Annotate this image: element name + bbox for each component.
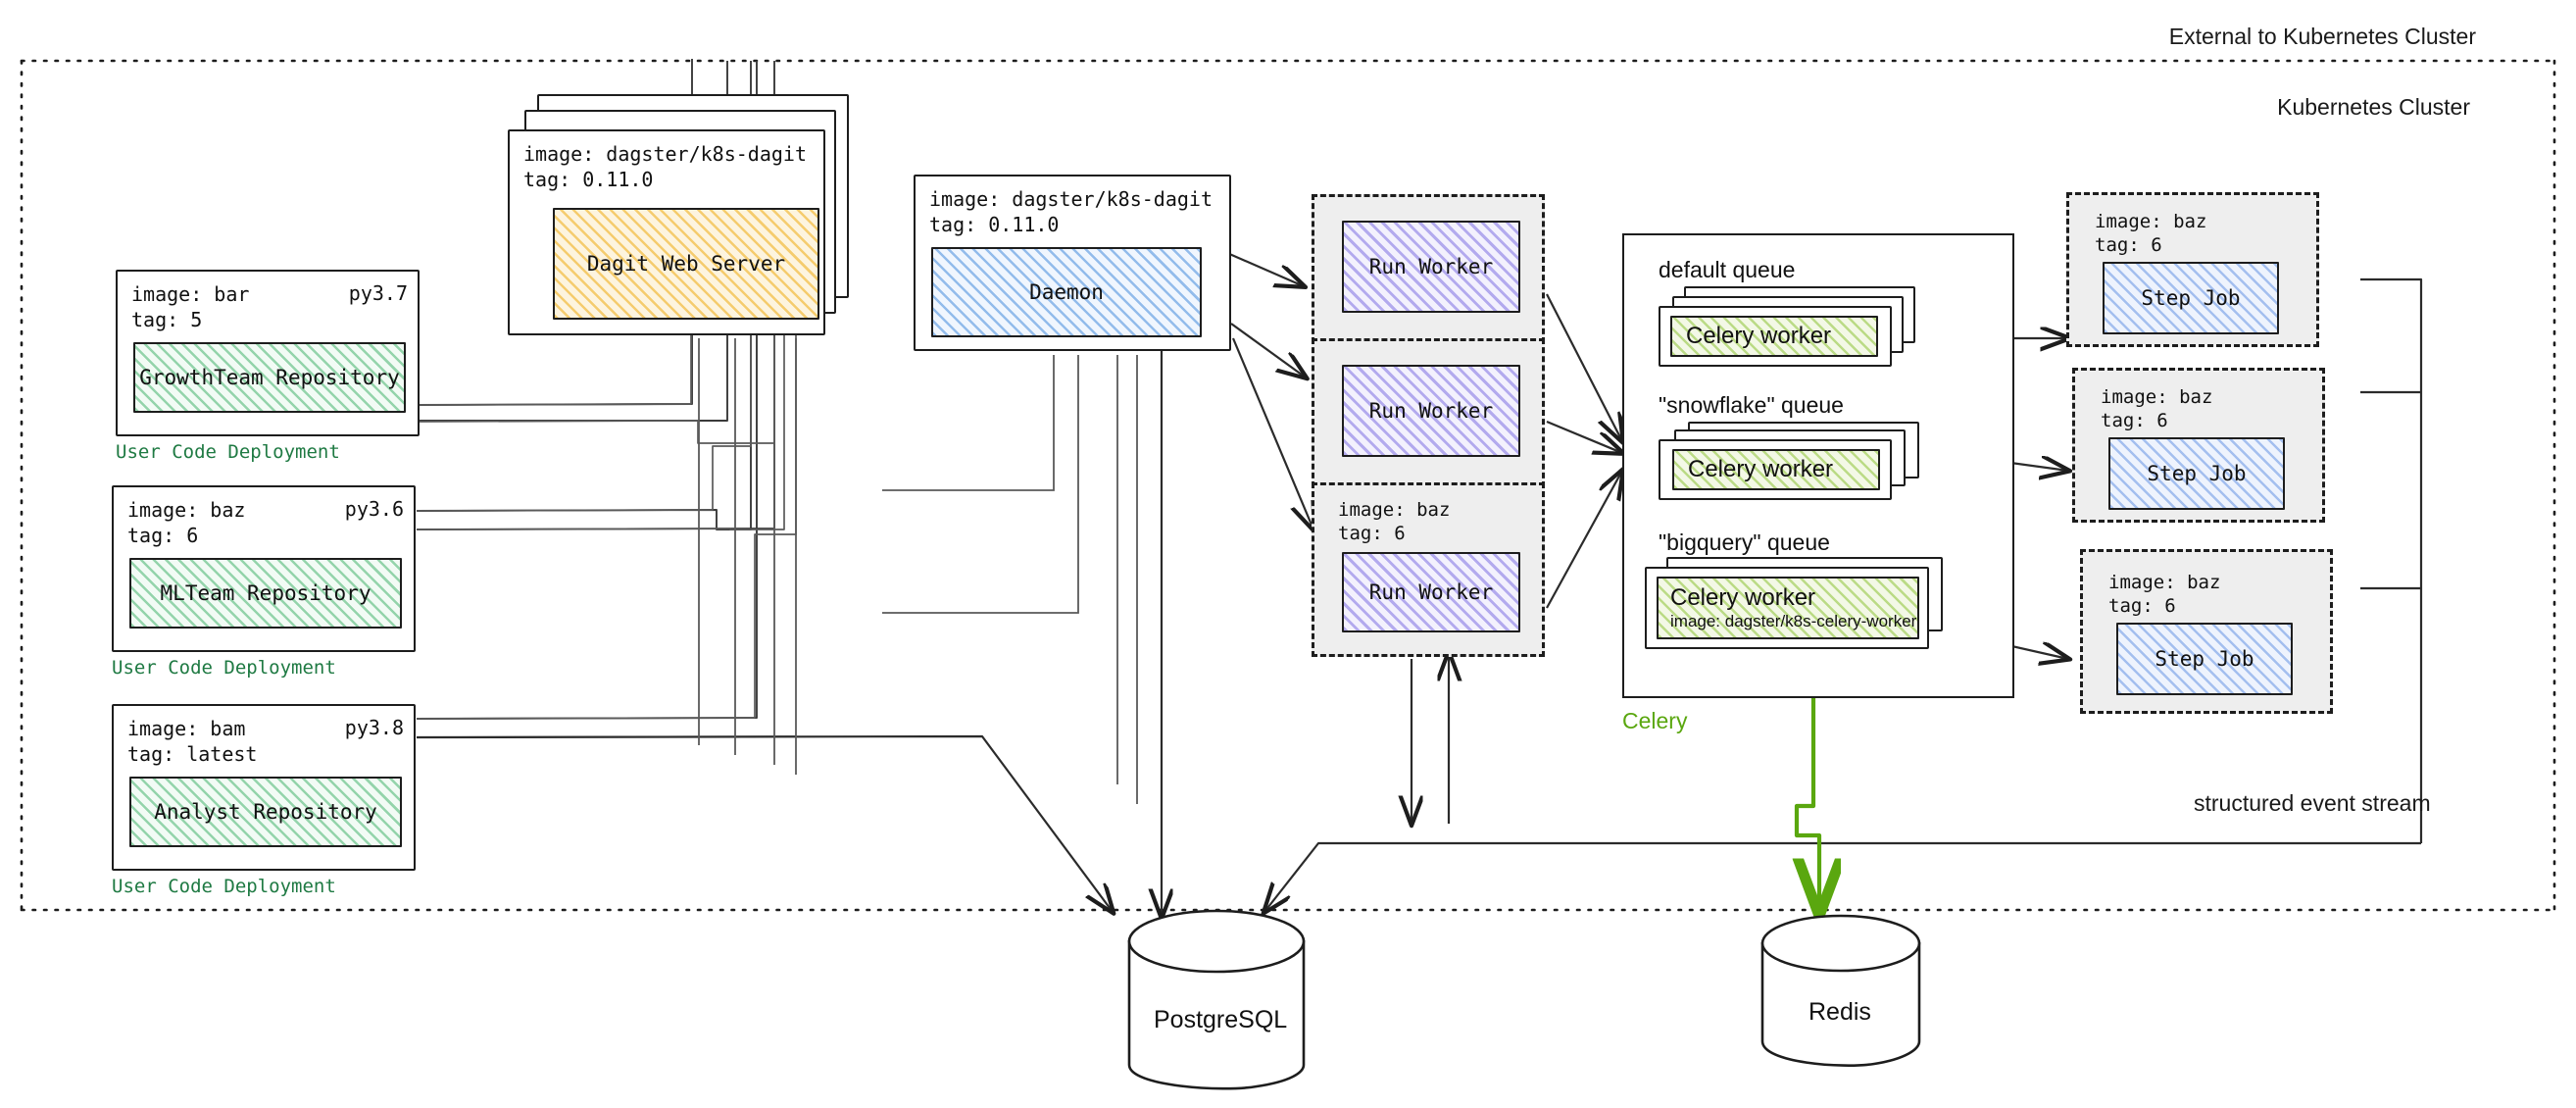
user-code-1-python: py3.7	[348, 281, 408, 305]
analyst-repository-label: Analyst Repository	[154, 800, 377, 824]
daemon-to-runworkers	[1226, 251, 1313, 529]
celery-to-redis	[1797, 698, 1819, 912]
step-job-box-1[interactable]: Step Job	[2103, 262, 2279, 334]
run-worker-job-1[interactable]: Run Worker	[1312, 194, 1545, 343]
celery-worker-pod-bigquery[interactable]: Celery worker image: dagster/k8s-celery-…	[1645, 567, 1929, 649]
step-job-label-3: Step Job	[2155, 647, 2254, 671]
user-code-1-image: image: bar	[131, 282, 250, 306]
step-job-group-1[interactable]: image: baz tag: 6 Step Job	[2066, 192, 2319, 347]
dagit-feet	[698, 338, 797, 775]
run-worker-label-3: Run Worker	[1368, 580, 1494, 604]
celery-queue-label-snowflake: "snowflake" queue	[1659, 392, 1844, 418]
step-job-3-tag: tag: 6	[2108, 595, 2176, 617]
postgresql-label: PostgreSQL	[1154, 1006, 1288, 1033]
user-code-deployment-1-caption: User Code Deployment	[116, 441, 340, 463]
postgresql-cylinder	[1127, 909, 1306, 1090]
user-code-1-tag: tag: 5	[131, 308, 203, 331]
daemon-box[interactable]: Daemon	[931, 247, 1202, 337]
run-worker-3-tag: tag: 6	[1338, 523, 1406, 544]
growthteam-repository-label: GrowthTeam Repository	[139, 366, 400, 389]
dagit-tag: tag: 0.11.0	[523, 168, 654, 191]
run-worker-box-3[interactable]: Run Worker	[1342, 552, 1520, 632]
run-worker-3-image: image: baz	[1338, 499, 1451, 521]
user-code-3-tag: tag: latest	[127, 742, 258, 766]
daemon-feet	[882, 355, 1138, 804]
run-worker-box-2[interactable]: Run Worker	[1342, 365, 1520, 457]
step-job-box-2[interactable]: Step Job	[2108, 437, 2285, 510]
celery-queue-label-default: default queue	[1659, 257, 1796, 282]
redis-label: Redis	[1808, 998, 1871, 1026]
celery-worker-image-bigquery: image: dagster/k8s-celery-worker	[1670, 612, 1917, 630]
mlteam-repository-box[interactable]: MLTeam Repository	[129, 558, 402, 629]
celery-worker-label-default: Celery worker	[1686, 323, 1832, 349]
daemon-tag: tag: 0.11.0	[929, 213, 1060, 236]
step-job-label-2: Step Job	[2147, 462, 2247, 485]
run-worker-box-1[interactable]: Run Worker	[1342, 221, 1520, 313]
celery-worker-pod-default[interactable]: Celery worker	[1659, 306, 1892, 367]
daemon-image: image: dagster/k8s-dagit	[929, 187, 1213, 211]
celery-worker-box-bigquery[interactable]: Celery worker image: dagster/k8s-celery-…	[1657, 577, 1919, 639]
celery-worker-box-default[interactable]: Celery worker	[1670, 316, 1878, 357]
celery-worker-label-bigquery: Celery worker	[1670, 584, 1816, 611]
mlteam-repository-label: MLTeam Repository	[160, 581, 372, 605]
growthteam-repository-box[interactable]: GrowthTeam Repository	[133, 342, 406, 413]
run-worker-label-1: Run Worker	[1368, 255, 1494, 278]
user-code-deployment-2[interactable]: image: baz py3.6 tag: 6 MLTeam Repositor…	[112, 485, 416, 652]
user-code-deployment-1[interactable]: image: bar py3.7 tag: 5 GrowthTeam Repos…	[116, 270, 420, 436]
user-code-2-python: py3.6	[344, 497, 404, 521]
step-job-1-image: image: baz	[2095, 211, 2207, 232]
structured-event-stream-label: structured event stream	[2194, 790, 2431, 816]
user-code-2-tag: tag: 6	[127, 524, 199, 547]
redis-cylinder	[1760, 914, 1921, 1067]
run-worker-job-2[interactable]: Run Worker	[1312, 338, 1545, 487]
celery-worker-pod-snowflake[interactable]: Celery worker	[1659, 439, 1892, 500]
dagit-web-server-pod[interactable]: image: dagster/k8s-dagit tag: 0.11.0 Dag…	[508, 129, 825, 335]
runworker-postgres-bidirectional	[1412, 653, 1449, 824]
run-worker-label-2: Run Worker	[1368, 399, 1494, 423]
user-code-deployment-2-caption: User Code Deployment	[112, 657, 336, 679]
user-code-3-python: py3.8	[344, 716, 404, 739]
user-code-deployment-3[interactable]: image: bam py3.8 tag: latest Analyst Rep…	[112, 704, 416, 871]
kubernetes-cluster-label: Kubernetes Cluster	[2277, 94, 2470, 120]
celery-worker-box-snowflake[interactable]: Celery worker	[1672, 449, 1880, 490]
runworkers-to-celery	[1546, 293, 1622, 609]
step-job-group-2[interactable]: image: baz tag: 6 Step Job	[2072, 368, 2325, 523]
stepjob-event-bus	[2360, 277, 2423, 843]
run-worker-job-3[interactable]: image: baz tag: 6 Run Worker	[1312, 482, 1545, 657]
step-job-3-image: image: baz	[2108, 572, 2221, 593]
dagit-web-server-box[interactable]: Dagit Web Server	[553, 208, 819, 320]
celery-caption: Celery	[1622, 708, 1688, 733]
user-code-deployment-3-caption: User Code Deployment	[112, 876, 336, 897]
external-cluster-label: External to Kubernetes Cluster	[2168, 24, 2476, 49]
daemon-label: Daemon	[1029, 280, 1104, 304]
user-code-3-image: image: bam	[127, 717, 246, 740]
step-job-box-3[interactable]: Step Job	[2116, 623, 2293, 695]
dagit-image: image: dagster/k8s-dagit	[523, 142, 807, 166]
celery-worker-label-snowflake: Celery worker	[1688, 456, 1834, 482]
step-job-label-1: Step Job	[2141, 286, 2241, 310]
celery-queue-label-bigquery: "bigquery" queue	[1659, 529, 1830, 555]
dagit-web-server-label: Dagit Web Server	[586, 252, 786, 276]
step-job-2-tag: tag: 6	[2101, 410, 2168, 431]
step-job-2-image: image: baz	[2101, 386, 2213, 408]
user-code-2-image: image: baz	[127, 498, 246, 522]
daemon-pod[interactable]: image: dagster/k8s-dagit tag: 0.11.0 Dae…	[914, 175, 1231, 351]
step-job-group-3[interactable]: image: baz tag: 6 Step Job	[2080, 549, 2333, 714]
step-job-1-tag: tag: 6	[2095, 234, 2162, 256]
analyst-repository-box[interactable]: Analyst Repository	[129, 777, 402, 847]
